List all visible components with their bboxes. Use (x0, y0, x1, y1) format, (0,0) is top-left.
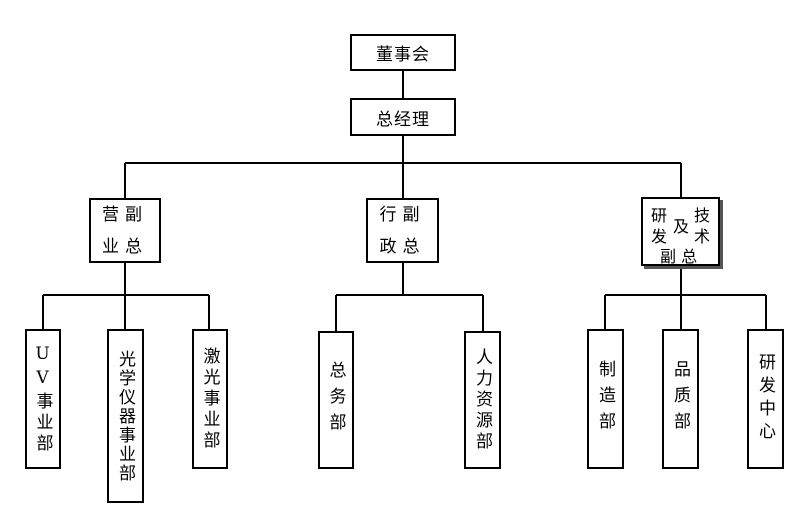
dept-quality-box: 品质部 (662, 329, 699, 469)
sales-vp-line1: 营副 (102, 204, 148, 225)
dept-rd-center-label: 研发中心 (755, 353, 775, 445)
dept-laser-box: 激光事业部 (192, 329, 228, 469)
rd-vp-left2: 发 (651, 227, 668, 246)
dept-uv-label: UV事业部 (32, 343, 53, 455)
general-manager-box: 总经理 (350, 98, 456, 136)
admin-vp-line1: 行副 (379, 204, 426, 225)
sales-vp-line2: 业总 (102, 236, 148, 257)
rd-vp-box: 研 发 及 技 术 副 总 (641, 197, 720, 266)
general-manager-label: 总经理 (376, 109, 430, 130)
dept-manufacturing-label: 制造部 (595, 360, 615, 438)
dept-rd-center-box: 研发中心 (747, 329, 784, 469)
dept-optical-label: 光学仪器事业部 (115, 349, 135, 483)
board-of-directors-box: 董事会 (350, 34, 456, 71)
admin-vp-line2: 政总 (379, 236, 426, 257)
dept-general-affairs-label: 总务部 (325, 361, 346, 439)
dept-hr-box: 人力资源部 (464, 331, 501, 469)
rd-vp-right1: 技 (694, 206, 711, 225)
dept-general-affairs-box: 总务部 (318, 331, 354, 469)
rd-vp-right2: 术 (694, 227, 711, 246)
admin-vp-box: 行副 政总 (366, 198, 439, 263)
dept-quality-label: 品质部 (670, 360, 690, 438)
sales-vp-box: 营副 业总 (89, 198, 161, 263)
rd-vp-mid: 及 (673, 217, 690, 236)
board-of-directors-label: 董事会 (376, 45, 430, 65)
rd-vp-bottom: 副 总 (660, 247, 698, 266)
dept-optical-box: 光学仪器事业部 (107, 329, 144, 503)
dept-laser-label: 激光事业部 (199, 346, 220, 452)
dept-hr-label: 人力资源部 (472, 347, 492, 453)
dept-uv-box: UV事业部 (25, 329, 61, 469)
rd-vp-left1: 研 (651, 206, 668, 225)
dept-manufacturing-box: 制造部 (587, 329, 624, 469)
